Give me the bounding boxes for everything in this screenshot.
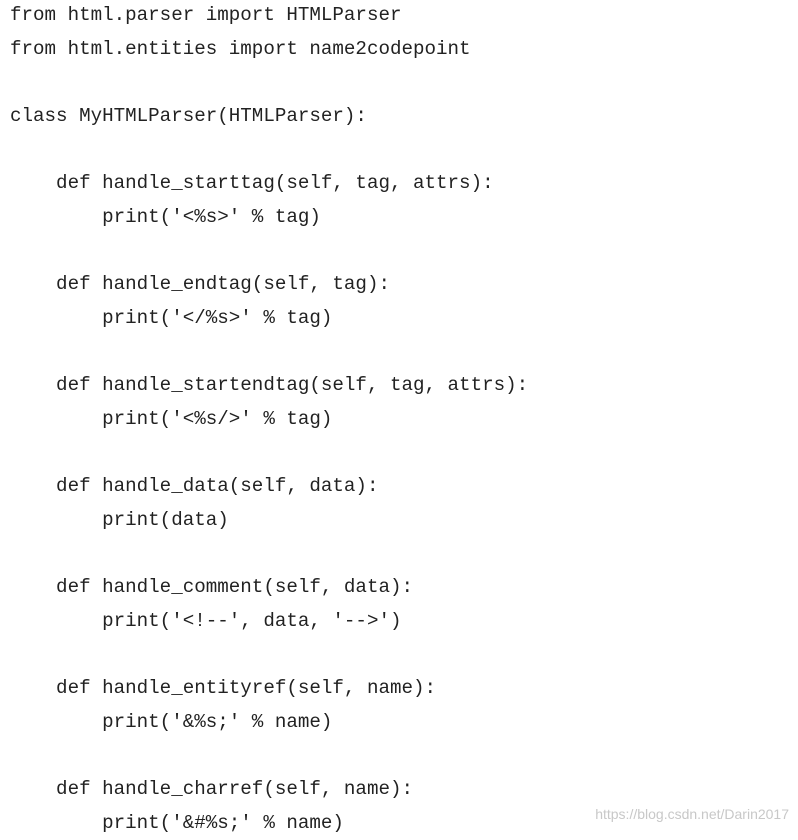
code-line: from html.entities import name2codepoint xyxy=(10,38,471,60)
code-line: def handle_comment(self, data): xyxy=(10,576,414,598)
code-line: from html.parser import HTMLParser xyxy=(10,4,402,26)
code-line: print('<!--', data, '-->') xyxy=(10,610,402,632)
code-line: print(data) xyxy=(10,509,229,531)
code-line: def handle_startendtag(self, tag, attrs)… xyxy=(10,374,529,396)
code-line: def handle_starttag(self, tag, attrs): xyxy=(10,172,494,194)
watermark-text: https://blog.csdn.net/Darin2017 xyxy=(595,806,789,822)
code-line: print('&#%s;' % name) xyxy=(10,812,344,834)
code-line: def handle_endtag(self, tag): xyxy=(10,273,390,295)
code-line: class MyHTMLParser(HTMLParser): xyxy=(10,105,367,127)
code-line: def handle_entityref(self, name): xyxy=(10,677,437,699)
code-line: def handle_charref(self, name): xyxy=(10,778,414,800)
code-line: print('&%s;' % name) xyxy=(10,711,333,733)
code-line: print('</%s>' % tag) xyxy=(10,307,333,329)
code-line: print('<%s>' % tag) xyxy=(10,206,321,228)
code-line: print('<%s/>' % tag) xyxy=(10,408,333,430)
code-line: def handle_data(self, data): xyxy=(10,475,379,497)
